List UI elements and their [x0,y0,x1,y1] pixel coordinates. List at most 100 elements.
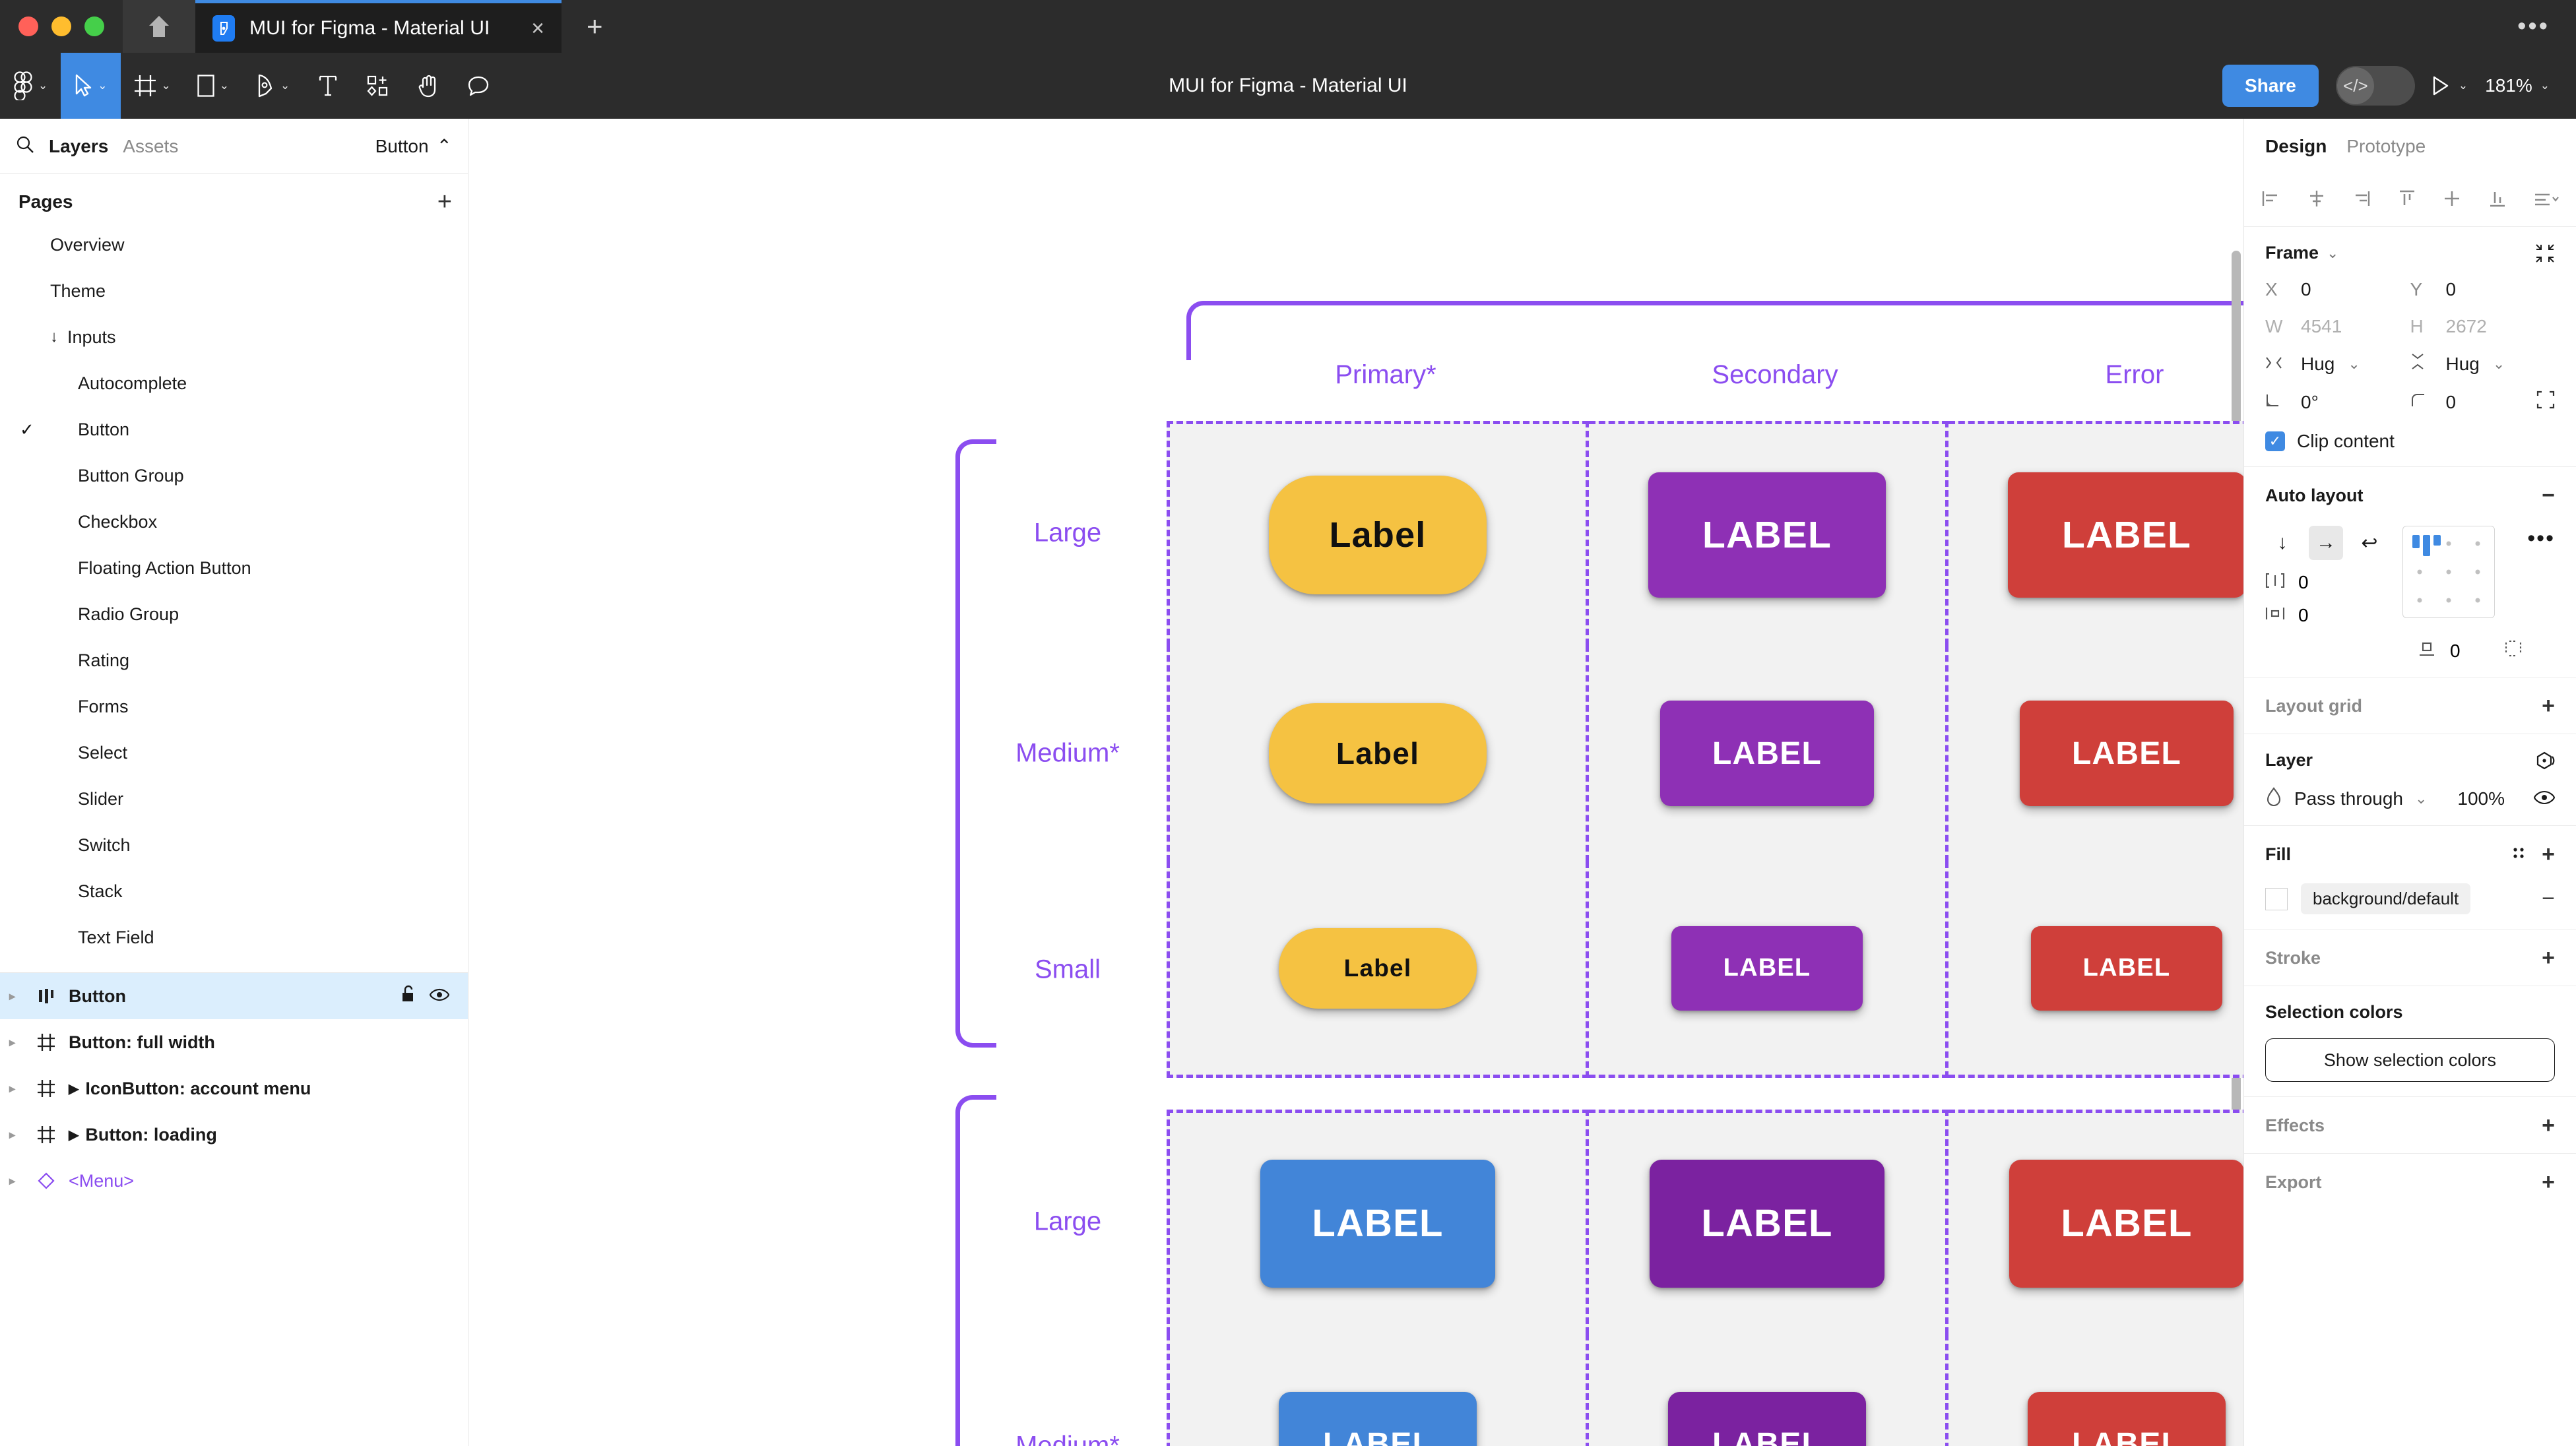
page-item[interactable]: Radio Group [0,591,468,637]
plus-icon[interactable]: + [2542,693,2555,718]
plus-icon[interactable]: + [587,11,603,42]
more-horizontal-icon[interactable]: ••• [2527,526,2555,551]
page-item[interactable]: Stack [0,868,468,914]
material-button[interactable]: LABEL [2009,1159,2243,1288]
distribute-icon[interactable] [2532,189,2559,212]
align-top-icon[interactable] [2397,189,2417,212]
expand-arrow-icon[interactable]: ▸ [9,1174,16,1187]
browser-tab[interactable]: MUI for Figma - Material UI × [195,0,562,53]
alignment-grid-icon[interactable] [2402,526,2495,618]
rotation-field[interactable]: 0° [2265,392,2410,413]
material-button[interactable]: LABEL [1648,472,1886,598]
page-item[interactable]: Floating Action Button [0,545,468,591]
chevron-down-icon[interactable]: ⌄ [2327,244,2339,261]
page-item[interactable]: Checkbox [0,499,468,545]
material-button[interactable]: LABEL [1279,1391,1477,1446]
unlock-icon[interactable] [401,985,418,1008]
material-button[interactable]: LABEL [1660,701,1874,806]
page-item[interactable]: ↓Inputs [0,314,468,360]
page-item[interactable]: Slider [0,776,468,822]
variant-cell[interactable]: LABEL [1167,1334,1589,1446]
zoom-window-button[interactable] [84,16,104,36]
plus-icon[interactable]: + [2542,842,2555,867]
horizontal-padding-value[interactable]: 0 [2298,605,2309,625]
layer-item[interactable]: ▸<Menu> [0,1158,468,1204]
material-button[interactable]: LABEL [1668,1391,1866,1446]
tab-layers[interactable]: Layers [49,135,109,156]
layer-item[interactable]: ▸▶Button: loading [0,1112,468,1158]
page-item[interactable]: ✓Button [0,406,468,453]
page-item[interactable]: Switch [0,822,468,868]
minimize-window-button[interactable] [51,16,71,36]
align-vertical-center-icon[interactable] [2442,189,2462,212]
material-button[interactable]: Label [1269,475,1487,594]
expand-arrow-icon[interactable]: ▸ [9,1127,16,1141]
align-bottom-icon[interactable] [2488,189,2507,212]
tab-design[interactable]: Design [2265,136,2327,156]
material-button[interactable]: LABEL [2028,1391,2226,1446]
horizontal-resize-field[interactable]: Hug ⌄ [2265,354,2410,375]
gap-value[interactable]: 0 [2298,572,2309,592]
plus-icon[interactable]: + [2542,1170,2555,1195]
wrap-icon[interactable]: ↩ [2361,532,2378,554]
align-right-icon[interactable] [2352,189,2371,212]
material-button[interactable]: LABEL [2020,701,2234,806]
hand-icon[interactable] [403,53,453,119]
material-button[interactable]: LABEL [1650,1159,1884,1288]
minus-icon[interactable]: − [2542,483,2555,508]
expand-arrow-icon[interactable]: ▸ [9,1035,16,1049]
individual-padding-icon[interactable] [2504,639,2523,662]
chevron-down-icon[interactable]: ⌄ [2458,79,2468,92]
comment-icon[interactable] [453,53,503,119]
material-button[interactable]: LABEL [1671,926,1863,1011]
present-button[interactable]: ⌄ [2432,76,2468,96]
expand-arrow-icon[interactable]: ▸ [9,989,16,1003]
tab-assets[interactable]: Assets [123,135,179,156]
blend-mode-value[interactable]: Pass through [2294,788,2403,809]
variant-cell[interactable]: LABEL [1589,1110,1948,1334]
share-button[interactable]: Share [2222,65,2319,107]
chevron-down-icon[interactable]: ⌄ [2415,790,2428,807]
variant-cell[interactable]: LABEL [1948,421,2243,645]
page-item[interactable]: Theme [0,268,468,314]
page-item[interactable]: Button Group [0,453,468,499]
page-item[interactable]: Forms [0,683,468,730]
clip-content-row[interactable]: ✓ Clip content [2265,431,2555,452]
minus-icon[interactable]: − [2542,886,2555,911]
plus-icon[interactable]: + [437,187,452,216]
resources-icon[interactable] [353,53,403,119]
align-horizontal-center-icon[interactable] [2307,189,2327,212]
zoom-level-control[interactable]: 181% ⌄ [2485,75,2550,96]
figma-menu-icon[interactable]: ⌄ [0,53,61,119]
corner-radius-field[interactable]: 0 [2410,391,2556,414]
material-button[interactable]: Label [1269,703,1487,803]
fill-color-swatch[interactable] [2265,887,2288,910]
dev-mode-toggle[interactable]: </> [2335,66,2415,106]
variant-cell[interactable]: Label [1167,862,1589,1078]
variant-cell[interactable]: LABEL [1948,1110,2243,1334]
independent-corners-icon[interactable] [2536,391,2555,414]
frame-icon[interactable]: ⌄ [121,53,184,119]
vertical-resize-field[interactable]: Hug ⌄ [2410,353,2556,375]
page-item[interactable]: Autocomplete [0,360,468,406]
variant-cell[interactable]: LABEL [1589,862,1948,1078]
close-window-button[interactable] [18,16,38,36]
move-cursor-icon[interactable]: ⌄ [61,53,121,119]
collapse-icon[interactable] [2535,243,2555,263]
more-horizontal-icon[interactable]: ••• [2517,12,2550,40]
vertical-padding-value[interactable]: 0 [2450,640,2461,661]
material-button[interactable]: Label [1279,927,1477,1009]
expand-arrow-icon[interactable]: ▸ [9,1081,16,1095]
page-item[interactable]: Select [0,730,468,776]
text-icon[interactable] [303,53,353,119]
page-selector[interactable]: Button ⌃ [375,135,452,157]
layer-item[interactable]: ▸Button: full width [0,1019,468,1065]
material-button[interactable]: LABEL [2031,926,2222,1011]
fill-styles-icon[interactable] [2510,842,2527,867]
layer-item[interactable]: ▸▶IconButton: account menu [0,1065,468,1112]
arrow-down-icon[interactable]: ↓ [2277,532,2288,553]
